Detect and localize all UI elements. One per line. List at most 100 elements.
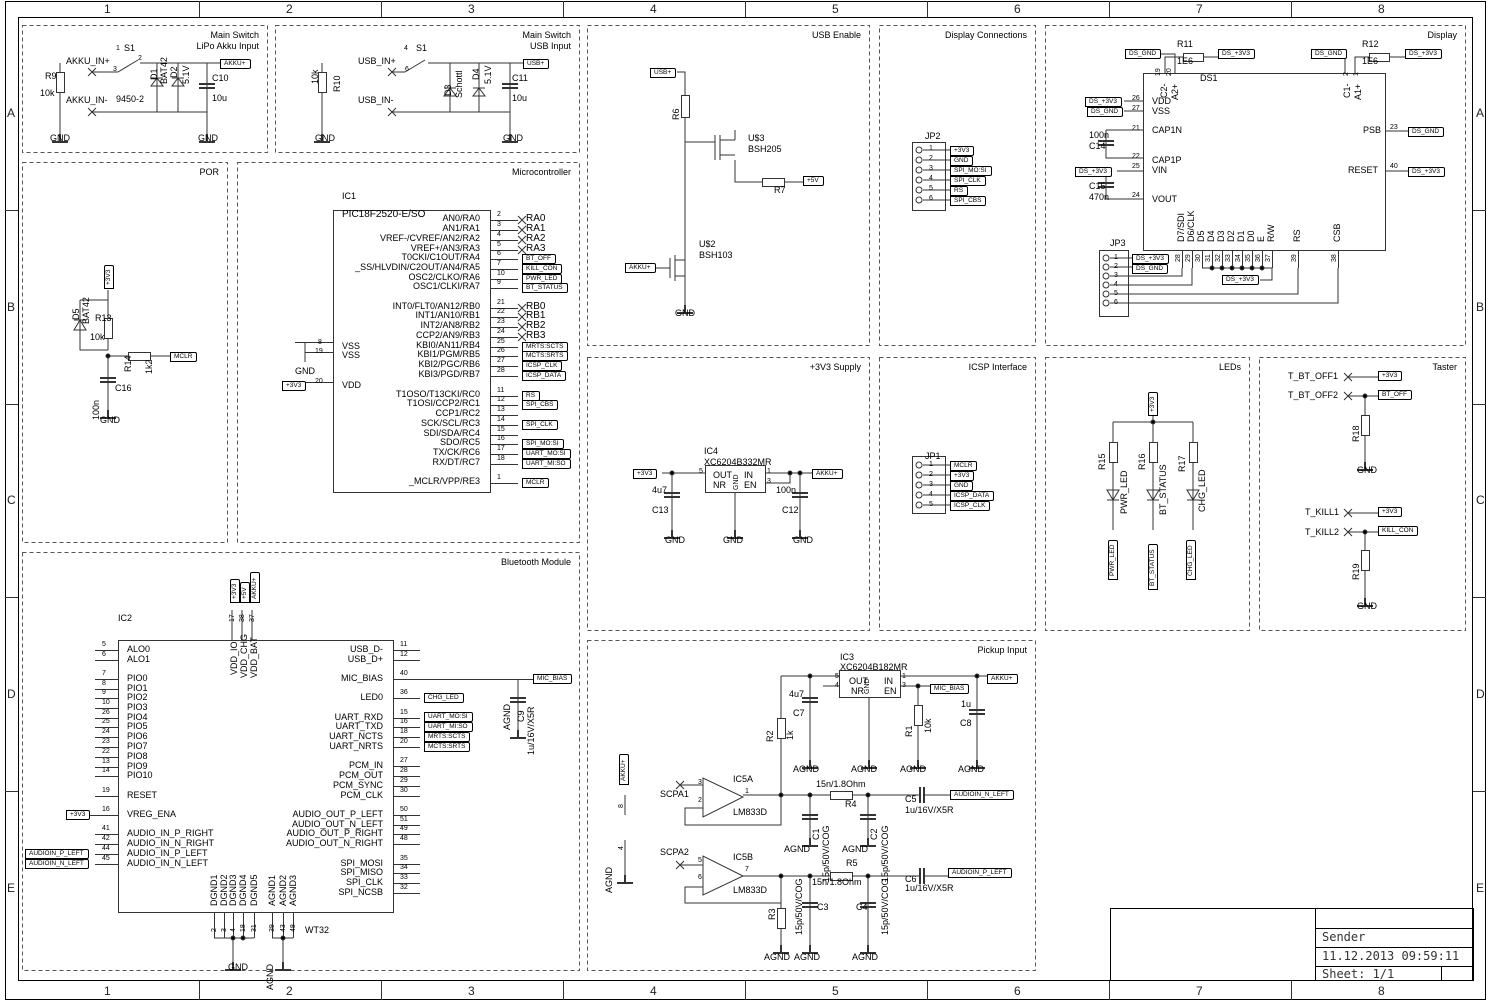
net-label: BT_OFF — [1378, 390, 1412, 400]
ground-icon — [727, 530, 743, 539]
lipo-label: R9 — [45, 71, 57, 81]
resistor-symbol — [1189, 442, 1198, 463]
junction-dot — [280, 935, 286, 941]
pickup-label: NR — [851, 686, 864, 696]
ic2-pin-number: 7 — [102, 670, 106, 677]
pickup-label: 5 — [835, 673, 839, 680]
mosfet-icon — [714, 130, 736, 160]
net-label: SPI_MO:SI — [522, 439, 564, 449]
display-label: 470n — [1089, 192, 1110, 202]
ic2-pin-number: 49 — [400, 825, 408, 832]
ic2-pin-number: 8 — [102, 680, 106, 687]
supply-label: GND — [723, 535, 743, 545]
taster-label: T_KILL1 — [1305, 507, 1340, 517]
net-label: SPI_MO:SI — [950, 166, 992, 176]
capacitor-symbol — [802, 814, 818, 820]
usb-label: GND — [315, 133, 335, 143]
ic2-pin-name: AUDIO_IN_N_LEFT — [127, 858, 209, 868]
usb_enable-label: BSH103 — [699, 250, 733, 260]
grid-row-label: E — [1476, 881, 1485, 895]
net-label: AUDIOIN_P_LEFT — [25, 849, 89, 859]
ds1-pin-number: 35 — [1245, 254, 1252, 262]
por-label: R14 — [123, 355, 133, 372]
ds1-pin-name: D4 — [1206, 230, 1216, 242]
ds1-pin-name: D3 — [1216, 230, 1226, 242]
por-label: C16 — [115, 383, 132, 393]
ic2-pin-name: RESET — [127, 790, 158, 800]
section-frame-micro — [237, 162, 580, 543]
micro-label: VSS — [342, 350, 361, 360]
lipo-label: GND — [50, 133, 70, 143]
display-label: 25 — [1132, 163, 1140, 170]
ic2-pin-number: 26 — [102, 709, 110, 716]
ic2-pin-number: 48 — [400, 835, 408, 842]
ic1-pin-name: T1OSI/CCP2/RC1 — [406, 398, 480, 408]
display-label: C15 — [1089, 181, 1106, 191]
bluetooth-label: GND — [228, 962, 248, 972]
section-title-leds: LEDs — [1218, 362, 1241, 372]
usb-label: 6 — [405, 66, 409, 73]
ic2-pin-number: 24 — [102, 728, 110, 735]
ic2-pin-name: AUDIO_OUT_P_RIGHT — [286, 828, 383, 838]
lipo-label: C10 — [212, 73, 229, 83]
junction-dot — [1362, 529, 1368, 535]
led-icon — [1106, 489, 1120, 501]
resistor-symbol — [681, 95, 690, 118]
section-frame-taster — [1259, 357, 1466, 631]
pin-icon — [915, 146, 923, 154]
net-label: DS_+3V3 — [1075, 167, 1113, 177]
ic2-pin-number: 22 — [102, 748, 110, 755]
display-label: 23 — [1390, 124, 1398, 131]
ds1-pin-name: R/W — [1266, 224, 1276, 243]
pickup-label: C7 — [793, 708, 805, 718]
display_conn-label: 3 — [929, 165, 933, 172]
por-label: BAT42 — [81, 297, 91, 324]
ds1-pin-number: 34 — [1235, 254, 1242, 262]
display-label: 40 — [1390, 163, 1398, 170]
no-connect-icon — [517, 332, 527, 342]
por-label: GND — [100, 415, 120, 425]
pickup-label: XC6204B182MR — [840, 662, 908, 672]
net-label: MRTS:SCTS — [424, 732, 471, 742]
supply-label: OUT — [713, 470, 732, 480]
bluetooth-label: 38 — [239, 614, 246, 622]
no-connect-label: RA1 — [526, 223, 546, 234]
junction-dot — [778, 792, 784, 798]
ic1-pin-name: AN1/RA1 — [442, 223, 480, 233]
section-title-lipo: LiPo Akku Input — [196, 41, 259, 51]
junction-dot — [1229, 265, 1235, 271]
ic2-pin-number: 43 — [280, 924, 287, 932]
ds1-pin-name: D2 — [1226, 230, 1236, 242]
pickup-label: EN — [884, 686, 897, 696]
display-label: 4 — [1114, 281, 1118, 288]
junction-dot — [1150, 419, 1156, 425]
no-connect-label: RB1 — [526, 310, 546, 321]
grid-row-label: B — [7, 300, 16, 314]
display-label: 27 — [1132, 105, 1140, 112]
ic2-pin-name: PIO10 — [127, 770, 153, 780]
lipo-label: AKKU_IN+ — [66, 56, 110, 66]
ic2-pin-number: 48 — [290, 924, 297, 932]
ic1-pin-name: INT2/AN8/RB2 — [420, 320, 480, 330]
ic2-pin-name: SPI_MOSI — [340, 858, 383, 868]
no-connect-icon — [517, 225, 527, 235]
ic1-pin-name: VREF+/AN3/RA3 — [410, 243, 480, 253]
pin-icon — [1102, 254, 1110, 262]
op-amp-icon — [702, 855, 745, 896]
ic2-pin-number: 19 — [102, 787, 110, 794]
ic1-pin-number: 26 — [497, 347, 505, 354]
grid-column-label: 5 — [832, 984, 839, 998]
pickup-label: 8 — [618, 804, 625, 808]
usb-label: R10 — [332, 75, 342, 92]
icsp-label: 1 — [929, 461, 933, 468]
pickup-label: 3 — [698, 779, 702, 786]
ic1-pin-name: CCP2/AN9/RB3 — [415, 330, 480, 340]
lipo-label: AKKU_IN- — [66, 95, 108, 105]
ic1-pin-name: KBI2/PGC/RB6 — [418, 359, 480, 369]
display-label: 1 — [1353, 72, 1360, 76]
section-frame-display_conn — [879, 25, 1036, 346]
ic2-pin-number: 14 — [102, 767, 110, 774]
ic2-pin-number: 2 — [211, 928, 218, 932]
pickup-label: 1 — [745, 788, 749, 795]
ic1-pin-number: 14 — [497, 416, 505, 423]
